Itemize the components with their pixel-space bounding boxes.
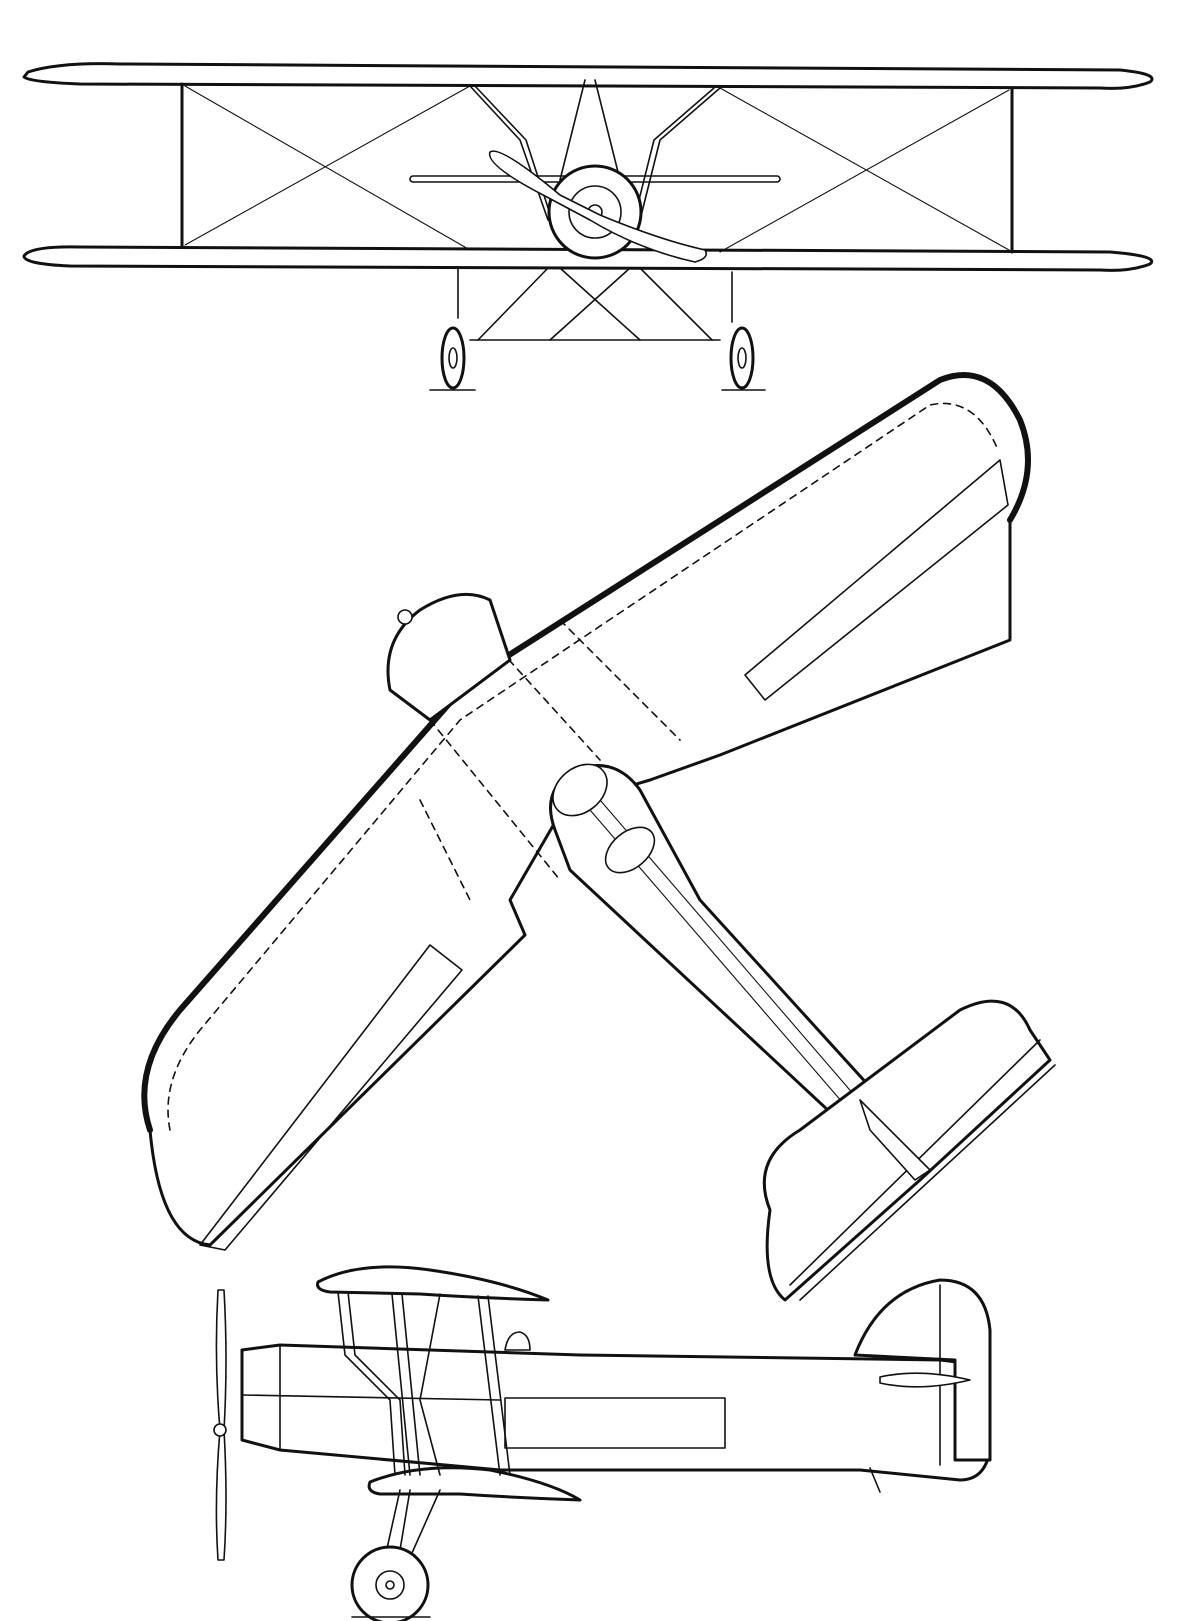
front-left-wheel [440,326,466,390]
side-wheel [350,1545,430,1621]
side-tailplane [879,1372,971,1388]
plan-cockpit [604,826,656,874]
front-landing-gear [457,267,733,341]
plan-fuel-cap [397,609,413,625]
front-upper-wing [22,62,1154,90]
side-upper-wing [316,1265,550,1302]
front-right-wheel [729,326,755,390]
front-lower-wing [22,245,1154,272]
side-fuselage-panel [504,1397,726,1449]
side-propeller-hub [213,1423,227,1437]
side-fin-rudder [853,1278,992,1462]
side-interplane-struts [337,1291,511,1476]
side-view [213,1265,992,1621]
plan-wing-rear-dashed [419,619,681,901]
plan-left-aileron [199,944,463,1251]
plan-fuselage [549,764,902,1142]
side-windscreen [504,1331,531,1351]
front-view [22,62,1154,391]
plan-upper-wing [141,372,1031,1133]
plan-lower-wing-tip [386,592,512,722]
side-tail-skid [869,1467,881,1493]
plan-right-aileron [744,459,1009,701]
front-engine-inner [568,185,622,239]
side-lower-wing [367,1466,582,1502]
plan-fin-rudder [859,1099,931,1181]
side-engine-cowl-line [241,1344,501,1451]
front-propeller [488,150,708,263]
plan-engine-cowling [552,763,608,817]
plan-view [141,372,1056,1302]
side-wheel-hub [375,1570,405,1600]
side-wheel-axle [385,1580,395,1590]
front-bracing-wires [184,85,1010,253]
plan-wing-spar-dashed [167,402,999,1131]
